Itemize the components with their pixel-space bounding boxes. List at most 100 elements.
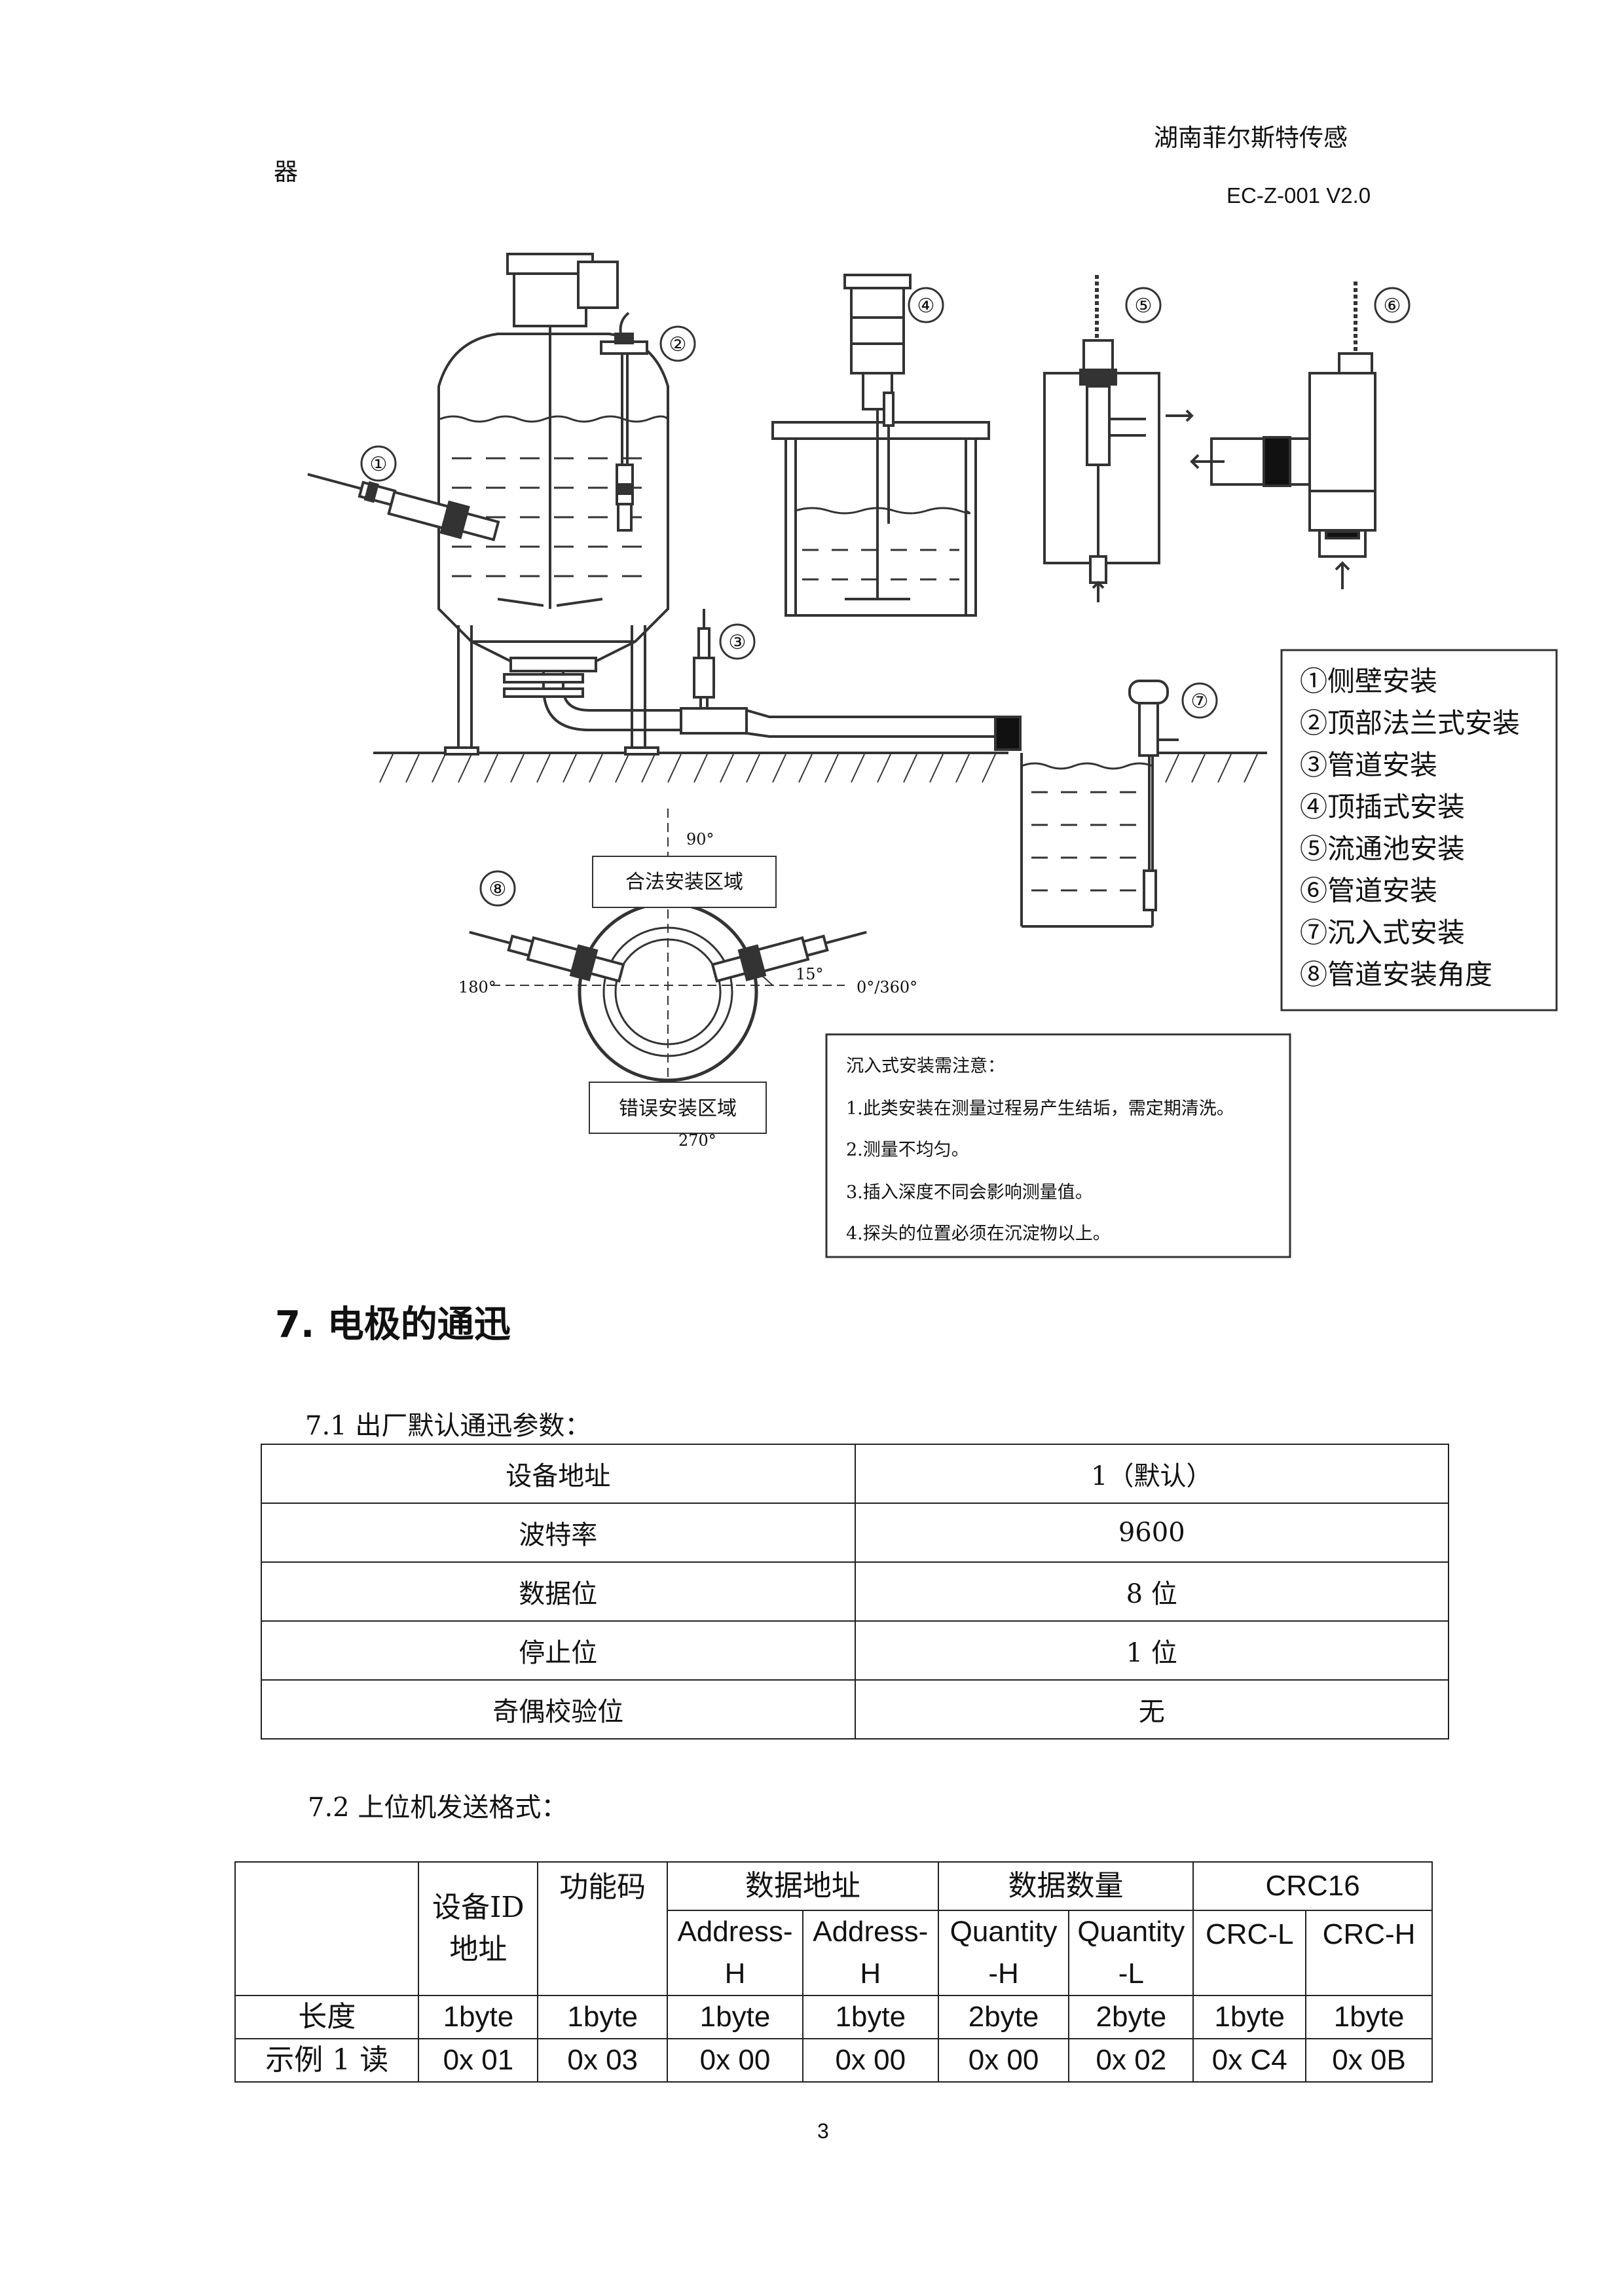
sensor-side-wall [307,473,500,541]
sensor-flow-cell [1043,275,1194,602]
installation-figure: ① ② ③ ④ ⑤ ⑥ ⑦ ⑧ ①侧壁安装 ②顶部法兰式安装 ③管道安装 ④顶插… [307,253,1558,1258]
angle-270: 270° [678,1131,716,1150]
marker-7: ⑦ [1191,690,1209,713]
legend-item: ⑦沉入式安装 [1300,917,1465,949]
param-value: 无 [854,1679,1449,1740]
legend-item: ②顶部法兰式安装 [1300,707,1520,739]
table1-caption: 7.1 出厂默认通迅参数： [305,1411,591,1441]
cell: 0x 0B [1305,2038,1433,2083]
row-label: 长度 [234,1995,420,2039]
zone-invalid-label: 错误安装区域 [619,1097,737,1120]
pipe-line [503,609,1022,751]
angle-15: 15° [796,965,824,983]
marker-3: ③ [729,631,747,654]
angle-180: 180° [458,978,496,996]
cell: 0x 00 [667,2038,803,2083]
marker-8: ⑧ [489,878,507,901]
sensor-pipe-tee [1190,282,1376,589]
param-value: 1 位 [854,1620,1449,1681]
param-label: 停止位 [261,1620,856,1681]
cell: 2byte [1068,1995,1194,2039]
sub-quantity-h: Quantity-H [937,1910,1070,1996]
angle-0-360: 0°/360° [857,978,917,996]
param-label: 数据位 [261,1561,856,1622]
param-label: 波特率 [261,1503,856,1563]
notes-title: 沉入式安装需注意： [846,1056,1005,1076]
marker-2: ② [669,333,687,356]
cell: 1byte [1305,1995,1433,2039]
notes-item: 4.探头的位置必须在沉淀物以上。 [846,1224,1111,1244]
sub-quantity-l: Quantity-L [1068,1910,1194,1996]
header-device-id: 设备ID 地址 [418,1861,539,1996]
marker-6: ⑥ [1384,295,1401,318]
legend-item: ④顶插式安装 [1300,791,1465,823]
param-label: 设备地址 [261,1444,856,1504]
legend-item: ⑧管道安装角度 [1300,958,1492,991]
sensor-submersion [1020,680,1179,928]
cell: 1byte [1192,1995,1307,2039]
notes-box [825,1033,1291,1258]
sensor-top-insert [771,274,990,617]
header-company-wrap: 器 [274,158,298,186]
marker-1: ① [370,453,388,476]
header-data-quantity: 数据数量 [937,1861,1194,1911]
ground-hatch [379,754,1258,783]
param-value: 9600 [854,1503,1449,1563]
sub-address-h: Address-H [802,1910,939,1996]
cell: 1byte [667,1995,803,2039]
marker-5: ⑤ [1135,295,1153,318]
header-data-address: 数据地址 [667,1861,939,1911]
cell: 0x 03 [537,2038,669,2083]
cell: 1byte [802,1995,939,2039]
row-label: 示例 1 读 [234,2038,420,2083]
cell: 0x C4 [1192,2038,1307,2083]
legend-box [1280,649,1558,1011]
param-value: 8 位 [854,1561,1449,1622]
legend-item: ⑤流通池安装 [1300,833,1465,865]
tank [437,253,669,756]
notes-item: 2.测量不均匀。 [846,1140,969,1160]
marker-4: ④ [917,295,935,318]
notes-item: 3.插入深度不同会影响测量值。 [846,1182,1093,1203]
legend-item: ①侧壁安装 [1300,665,1437,697]
cell: 0x 00 [937,2038,1070,2083]
header-blank [234,1861,420,1996]
angle-diagram [469,809,867,1134]
cell: 0x 00 [802,2038,939,2083]
cell: 1byte [418,1995,539,2039]
header-version: EC-Z-001 V2.0 [1227,183,1371,208]
zone-valid-label: 合法安装区域 [625,871,743,894]
param-label: 奇偶校验位 [261,1679,856,1740]
legend-item: ③管道安装 [1300,749,1437,781]
send-format-table: 设备ID 地址 功能码 数据地址 数据数量 CRC16 Address-H Ad… [234,1861,1433,2083]
header-company: 湖南菲尔斯特传感 [1154,124,1348,152]
header-crc16: CRC16 [1192,1861,1433,1911]
legend-item: ⑥管道安装 [1300,875,1437,907]
sub-crc-h: CRC-H [1305,1910,1433,1996]
sub-crc-l: CRC-L [1192,1910,1307,1996]
table-row: 奇偶校验位无 [261,1679,1449,1740]
table-row: 示例 1 读 0x 01 0x 03 0x 00 0x 00 0x 00 0x … [234,2038,1433,2083]
page-number: 3 [817,2119,829,2143]
legend-items: ①侧壁安装 ②顶部法兰式安装 ③管道安装 ④顶插式安装 ⑤流通池安装 ⑥管道安装… [1300,665,1520,991]
notes-item: 1.此类安装在测量过程易产生结垢，需定期清洗。 [846,1099,1234,1119]
cell: 1byte [537,1995,669,2039]
cell: 0x 01 [418,2038,539,2083]
cell: 2byte [937,1995,1070,2039]
param-value: 1（默认） [854,1444,1449,1504]
angle-90: 90° [686,830,714,848]
table-row: 长度 1byte 1byte 1byte 1byte 2byte 2byte 1… [234,1995,1433,2039]
figure-markers [360,287,1411,907]
section-title: 7. 电极的通迅 [275,1303,511,1346]
cell: 0x 02 [1068,2038,1194,2083]
sensor-top-flange [600,312,648,532]
header-function-code: 功能码 [537,1861,669,1996]
sub-address-h: Address-H [667,1910,803,1996]
table2-caption: 7.2 上位机发送格式： [308,1793,568,1823]
